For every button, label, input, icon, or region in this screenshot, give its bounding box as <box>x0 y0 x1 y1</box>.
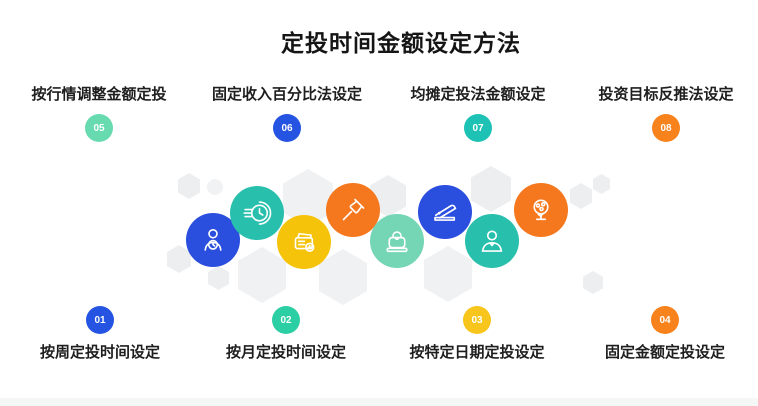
number-badge-06: 06 <box>273 114 301 142</box>
hexagon-decoration <box>424 246 472 302</box>
method-item-06: 固定收入百分比法设定 06 <box>192 86 382 142</box>
method-item-02: 02 按月定投时间设定 <box>191 306 381 362</box>
speed-clock-icon <box>242 198 272 228</box>
footer-strip <box>0 398 758 406</box>
method-label-02: 按月定投时间设定 <box>225 344 346 361</box>
method-label-05: 按行情调整金额定投 <box>31 86 167 103</box>
method-item-05: 按行情调整金额定投 05 <box>4 86 194 142</box>
method-label-07: 均摊定投法金额设定 <box>410 86 546 103</box>
method-item-08: 投资目标反推法设定 08 <box>571 86 758 142</box>
method-item-01: 01 按周定投时间设定 <box>5 306 195 362</box>
bag-icon <box>382 226 412 256</box>
method-item-03: 03 按特定日期定投设定 <box>382 306 572 362</box>
method-label-04: 固定金额定投设定 <box>604 344 725 361</box>
bubble-speed-clock <box>230 186 284 240</box>
bubble-bag <box>370 214 424 268</box>
hexagon-decoration <box>208 266 229 290</box>
number-badge-07: 07 <box>464 114 492 142</box>
bubble-person <box>465 214 519 268</box>
bubble-money-tree <box>514 183 568 237</box>
number-badge-04: 04 <box>651 306 679 334</box>
hexagon-decoration <box>238 247 286 303</box>
method-item-04: 04 固定金额定投设定 <box>570 306 758 362</box>
cards-plus-icon <box>289 227 319 257</box>
method-label-06: 固定收入百分比法设定 <box>211 86 362 103</box>
page-title: 定投时间金额设定方法 <box>281 30 521 56</box>
method-label-03: 按特定日期定投设定 <box>409 344 545 361</box>
bubble-cards-plus <box>277 215 331 269</box>
hexagon-decoration <box>570 183 592 209</box>
pushpin-icon <box>338 195 368 225</box>
number-badge-01: 01 <box>86 306 114 334</box>
hexagon-decoration <box>471 166 511 212</box>
method-item-07: 均摊定投法金额设定 07 <box>383 86 573 142</box>
bubble-stapler <box>418 185 472 239</box>
hexagon-decoration <box>178 173 200 199</box>
circle-decoration <box>207 179 223 195</box>
bubble-pushpin <box>326 183 380 237</box>
money-tree-icon <box>526 195 556 225</box>
stapler-icon <box>430 197 460 227</box>
hexagon-decoration <box>319 249 367 305</box>
number-badge-03: 03 <box>463 306 491 334</box>
number-badge-05: 05 <box>85 114 113 142</box>
person-clock-icon <box>198 225 228 255</box>
number-badge-08: 08 <box>652 114 680 142</box>
number-badge-02: 02 <box>272 306 300 334</box>
method-label-08: 投资目标反推法设定 <box>598 86 734 103</box>
person-icon <box>477 226 507 256</box>
method-label-01: 按周定投时间设定 <box>39 344 160 361</box>
hexagon-decoration <box>593 174 610 194</box>
hexagon-decoration <box>583 271 603 294</box>
